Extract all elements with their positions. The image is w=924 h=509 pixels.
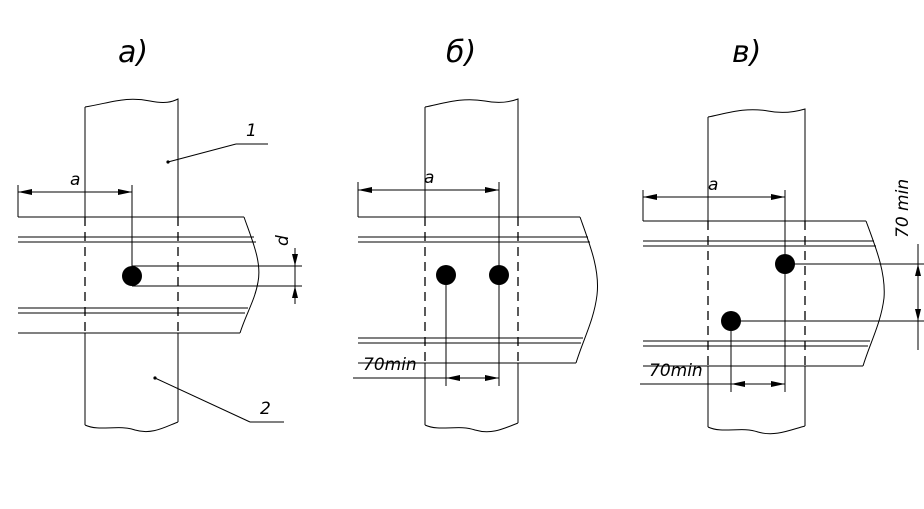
dim-min-arrow-left <box>446 375 460 381</box>
panel-a-label: а) <box>118 35 148 70</box>
panel-b: б) a 70min <box>353 35 599 433</box>
dim-a-arrow-right <box>485 187 499 193</box>
dim-a-arrow-left <box>643 194 657 200</box>
panel-a: а) a d <box>17 35 302 433</box>
callout-2-leader <box>154 377 251 423</box>
horizontal-member-end <box>239 216 260 334</box>
vertical-member-bottom <box>424 422 519 433</box>
horizontal-member-end <box>862 220 885 367</box>
vertical-member-top <box>707 108 806 221</box>
dim-a-arrow-right <box>118 189 132 195</box>
vertical-member-bottom <box>84 421 179 433</box>
dim-min-v-label: 70 min <box>893 179 913 238</box>
callout-2-label: 2 <box>260 399 271 419</box>
dim-a-arrow-right <box>771 194 785 200</box>
dim-min-h-arrow-right <box>771 381 785 387</box>
dim-a-label: a <box>424 168 434 188</box>
dim-d-label: d <box>273 235 293 246</box>
callout-1-leader <box>167 143 237 163</box>
vertical-member-bottom <box>707 425 806 435</box>
bolt-hole-1 <box>436 265 456 285</box>
dim-d-arrow-bottom <box>292 286 298 298</box>
dim-min-v-arrow-bottom <box>915 309 921 321</box>
dim-a-arrow-left <box>18 189 32 195</box>
dim-min-v-arrow-top <box>915 264 921 276</box>
dim-a-arrow-left <box>358 187 372 193</box>
dim-min-h-label: 70min <box>649 361 703 381</box>
dim-d-arrow-top <box>292 254 298 266</box>
dim-a-label: a <box>70 170 80 190</box>
dim-min-h-arrow-left <box>731 381 745 387</box>
dim-min-label: 70min <box>363 355 417 375</box>
bolt-hole-2 <box>489 265 509 285</box>
callout-1-label: 1 <box>246 121 257 141</box>
panel-b-label: б) <box>446 35 476 70</box>
bolt-hole <box>122 266 142 286</box>
vertical-member-top <box>84 98 179 217</box>
panel-c-label: в) <box>732 35 761 70</box>
vertical-member-top <box>424 98 519 217</box>
dim-min-arrow-right <box>485 375 499 381</box>
horizontal-member-end <box>575 216 599 364</box>
panel-c: в) a 70min <box>640 35 924 435</box>
dim-a-label: a <box>708 175 718 195</box>
